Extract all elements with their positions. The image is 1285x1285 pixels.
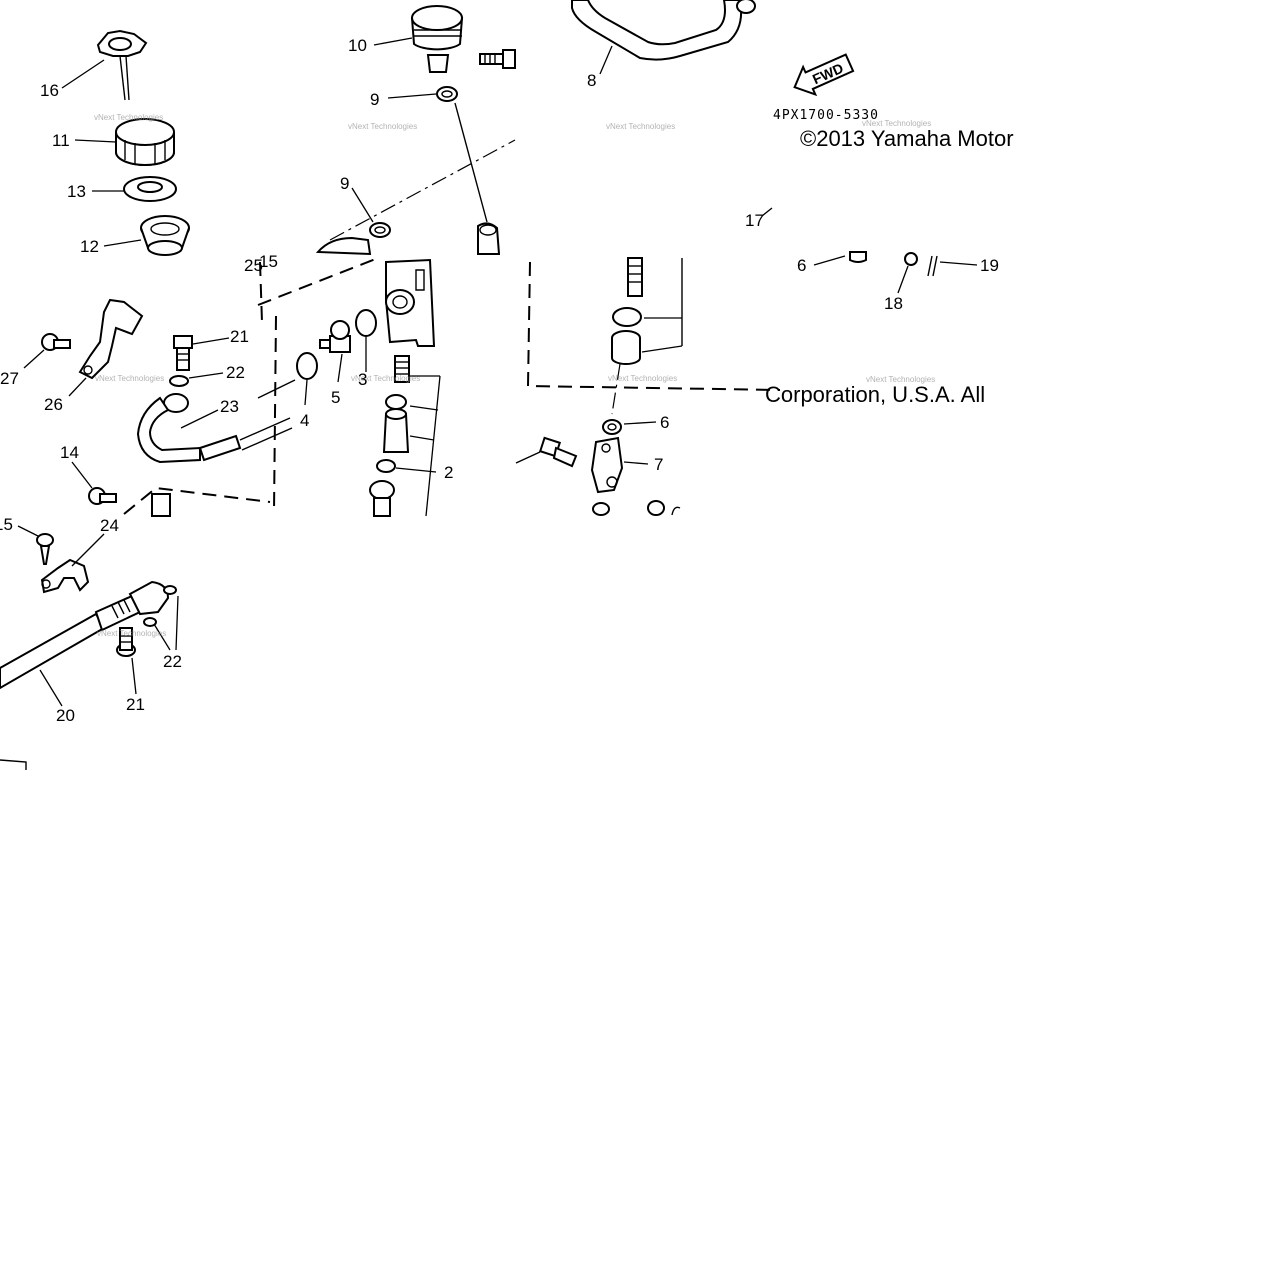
part-code: 4PX1700-5330 <box>773 108 879 123</box>
watermark-group: vNext Technologies vNext Technologies vN… <box>94 113 935 638</box>
callout-24: 24 <box>100 516 119 535</box>
hose-clamp-upper-part <box>436 86 458 102</box>
callout-27: 27 <box>0 369 19 388</box>
callout-16: 16 <box>40 81 59 100</box>
reservoir-cap-parts <box>61 29 190 256</box>
callout-11: 11 <box>52 131 70 150</box>
screw-15-part <box>36 533 54 565</box>
clevis-part <box>590 436 624 494</box>
fwd-arrow-icon: FWD <box>793 53 855 97</box>
bracket-part <box>78 298 144 380</box>
master-cylinder-body-part <box>385 258 436 347</box>
cap-protector-part <box>96 29 148 101</box>
callout-14: 14 <box>60 443 79 462</box>
watermark-text: vNext Technologies <box>95 374 164 383</box>
hose-union-part <box>136 393 293 464</box>
crush-washer-upper-part <box>169 375 189 387</box>
watermark-text: vNext Technologies <box>606 122 675 131</box>
callout-21-lower: 21 <box>126 695 145 714</box>
callout-6-upper: 6 <box>797 256 806 275</box>
bracket-bolt-part <box>41 333 71 351</box>
callout-23: 23 <box>220 397 239 416</box>
locknut-part <box>602 419 622 435</box>
reservoir-tank-part <box>410 5 464 73</box>
callout-2: 2 <box>444 463 453 482</box>
watermark-text: vNext Technologies <box>97 629 166 638</box>
screw-14-part <box>88 487 117 505</box>
watermark-text: vNext Technologies <box>862 119 931 128</box>
callout-18: 18 <box>884 294 903 313</box>
callout-8: 8 <box>587 71 596 90</box>
crush-washer-lower-part <box>143 617 157 627</box>
watermark-text: vNext Technologies <box>608 374 677 383</box>
callout-20: 20 <box>56 706 75 725</box>
callout-3: 3 <box>358 370 367 389</box>
o-ring-part <box>355 309 377 337</box>
lower-brake-hose-part <box>0 580 177 690</box>
callout-9-lower: 9 <box>340 174 349 193</box>
banjo-bolt-lower-part <box>116 627 136 657</box>
callout-25: 25 <box>244 256 263 275</box>
push-rod-part <box>627 257 643 297</box>
copyright-line-1: ©2013 Yamaha Motor <box>800 126 1014 151</box>
piston-kit-part <box>369 355 410 517</box>
banjo-bolt-upper-part <box>173 335 193 371</box>
reservoir-bolt-part <box>479 49 516 69</box>
callout-22-upper: 22 <box>226 363 245 382</box>
callout-15-upper: 15 <box>259 252 278 271</box>
callout-10: 10 <box>348 36 367 55</box>
cotter-part <box>592 502 610 516</box>
callout-15-lower: 15 <box>0 515 13 534</box>
pin-washer-part <box>647 500 665 516</box>
hose-fitting-part <box>151 493 171 517</box>
watermark-text: vNext Technologies <box>351 374 420 383</box>
watermark-text: vNext Technologies <box>94 113 163 122</box>
callout-17: 17 <box>745 211 764 230</box>
callout-19: 19 <box>980 256 999 275</box>
brake-hose-part <box>571 0 756 61</box>
hose-holder-part <box>40 558 90 594</box>
reservoir-cap-part <box>115 118 175 166</box>
callout-26: 26 <box>44 395 63 414</box>
callout-6-lower: 6 <box>660 413 669 432</box>
circlip-part <box>296 352 318 380</box>
callout-13: 13 <box>67 182 86 201</box>
callout-22-lower: 22 <box>163 652 182 671</box>
callout-12: 12 <box>80 237 99 256</box>
rod-circlip-part <box>612 307 642 327</box>
callout-21-upper: 21 <box>230 327 249 346</box>
hose-joint-part <box>319 320 351 353</box>
callout-9-upper: 9 <box>370 90 379 109</box>
clevis-pin-part <box>538 436 578 468</box>
watermark-text: vNext Technologies <box>866 375 935 384</box>
callout-5: 5 <box>331 388 340 407</box>
callout-labels: 16 11 13 12 10 9 9 8 17 6 18 19 25 15 21… <box>0 36 999 725</box>
callout-7: 7 <box>654 455 663 474</box>
diaphragm-plate-part <box>123 176 177 202</box>
watermark-text: vNext Technologies <box>348 122 417 131</box>
hose-clamp-lower-part <box>369 222 391 238</box>
copyright-line-2: Corporation, U.S.A. All <box>765 382 985 407</box>
diaphragm-part <box>140 215 190 256</box>
boot-part <box>611 330 641 365</box>
callout-4: 4 <box>300 411 309 430</box>
